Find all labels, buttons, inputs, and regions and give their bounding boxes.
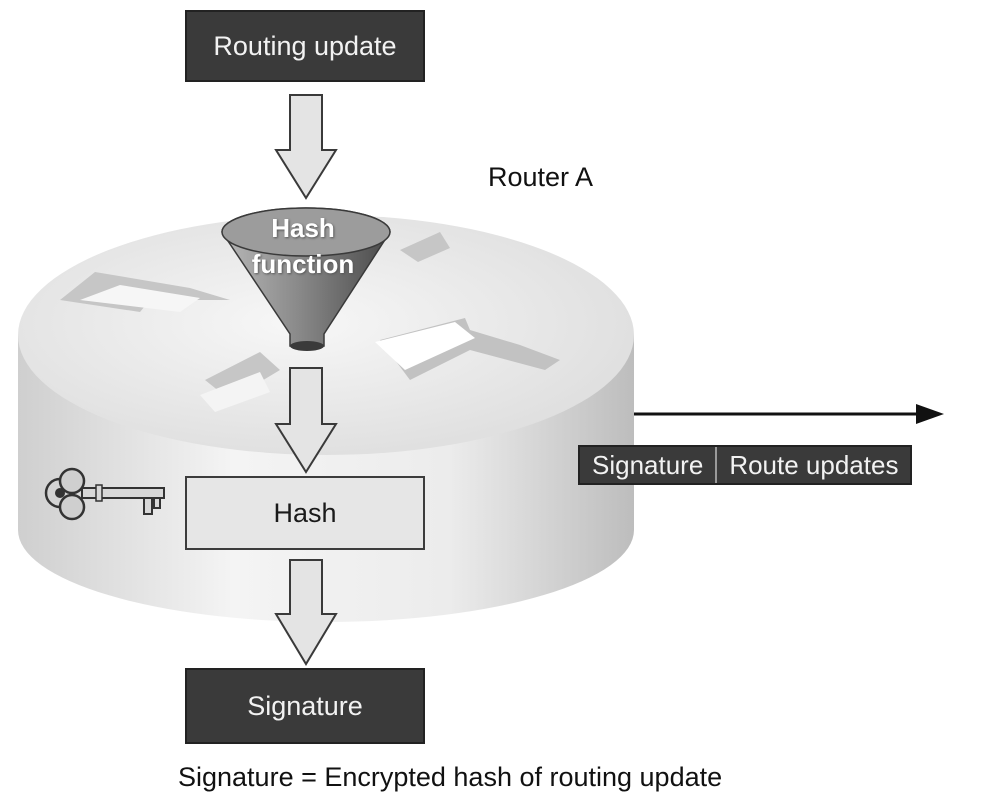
routing-update-label: Routing update <box>213 30 397 61</box>
hash-label: Hash <box>273 497 337 528</box>
signature-label: Signature <box>247 690 363 721</box>
hash-box: Hash <box>185 476 425 550</box>
key-icon <box>44 467 165 521</box>
packet-route-updates: Route updates <box>715 447 910 483</box>
caption: Signature = Encrypted hash of routing up… <box>178 762 723 792</box>
arrow-to-hash <box>274 367 338 474</box>
routing-update-box: Routing update <box>185 10 425 82</box>
output-packet: Signature Route updates <box>578 445 913 485</box>
router-label: Router A <box>488 162 594 192</box>
funnel-icon <box>221 207 391 351</box>
hash-function-label: Hash function <box>251 213 355 279</box>
signature-box: Signature <box>185 668 425 744</box>
packet-signature: Signature <box>592 449 704 480</box>
arrow-to-signature <box>274 559 338 666</box>
arrow-to-hash-function <box>274 94 338 200</box>
output-arrow <box>634 404 944 424</box>
